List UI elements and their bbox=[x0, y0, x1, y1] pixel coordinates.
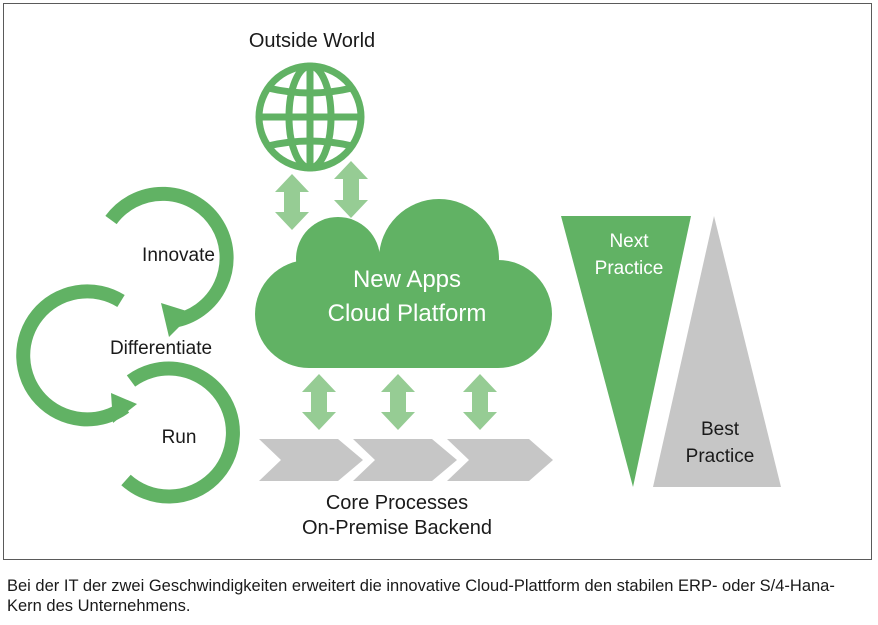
chevron-icon bbox=[353, 439, 457, 481]
double-arrow-icon bbox=[381, 374, 415, 430]
globe-icon bbox=[255, 62, 365, 172]
double-arrow-icon bbox=[302, 374, 336, 430]
double-arrow-icon bbox=[463, 374, 497, 430]
best-practice-label: Best Practice bbox=[664, 416, 776, 470]
figure-caption: Bei der IT der zwei Geschwindigkeiten er… bbox=[7, 577, 835, 615]
cycle-arrow-icon bbox=[16, 284, 130, 427]
best-practice-line2: Practice bbox=[685, 446, 755, 467]
cycle-label-differentiate: Differentiate bbox=[109, 338, 213, 359]
diagram-frame: Outside World Innovate Differentiate Run… bbox=[3, 3, 872, 560]
core-label-line1: Core Processes bbox=[325, 492, 469, 514]
double-arrow-icon bbox=[334, 161, 368, 218]
cycle-arrow-icon bbox=[121, 361, 240, 504]
cloud-label: New Apps Cloud Platform bbox=[272, 263, 542, 331]
next-practice-line2: Practice bbox=[594, 258, 664, 279]
double-arrow-icon bbox=[275, 174, 309, 230]
cycle-arrowhead-icon bbox=[111, 393, 137, 423]
next-practice-line1: Next bbox=[609, 231, 649, 252]
triangle-icon bbox=[561, 216, 691, 487]
cloud-label-line1: New Apps bbox=[352, 266, 462, 293]
diagram-canvas bbox=[16, 62, 781, 504]
chevron-icon bbox=[259, 439, 363, 481]
core-label-line2: On-Premise Backend bbox=[301, 517, 493, 539]
core-processes-label: Core Processes On-Premise Backend bbox=[252, 491, 542, 541]
cloud-icon bbox=[255, 199, 552, 368]
cycle-arrow-icon bbox=[105, 186, 234, 328]
best-practice-line1: Best bbox=[700, 419, 740, 440]
outside-world-title: Outside World bbox=[248, 30, 376, 52]
chevron-icon bbox=[447, 439, 553, 481]
triangle-icon bbox=[653, 216, 781, 487]
next-practice-label: Next Practice bbox=[574, 228, 684, 282]
cloud-label-line2: Cloud Platform bbox=[327, 300, 487, 327]
cycle-label-run: Run bbox=[161, 427, 197, 448]
cycle-label-innovate: Innovate bbox=[142, 245, 215, 266]
cycle-arrowhead-icon bbox=[161, 303, 193, 337]
